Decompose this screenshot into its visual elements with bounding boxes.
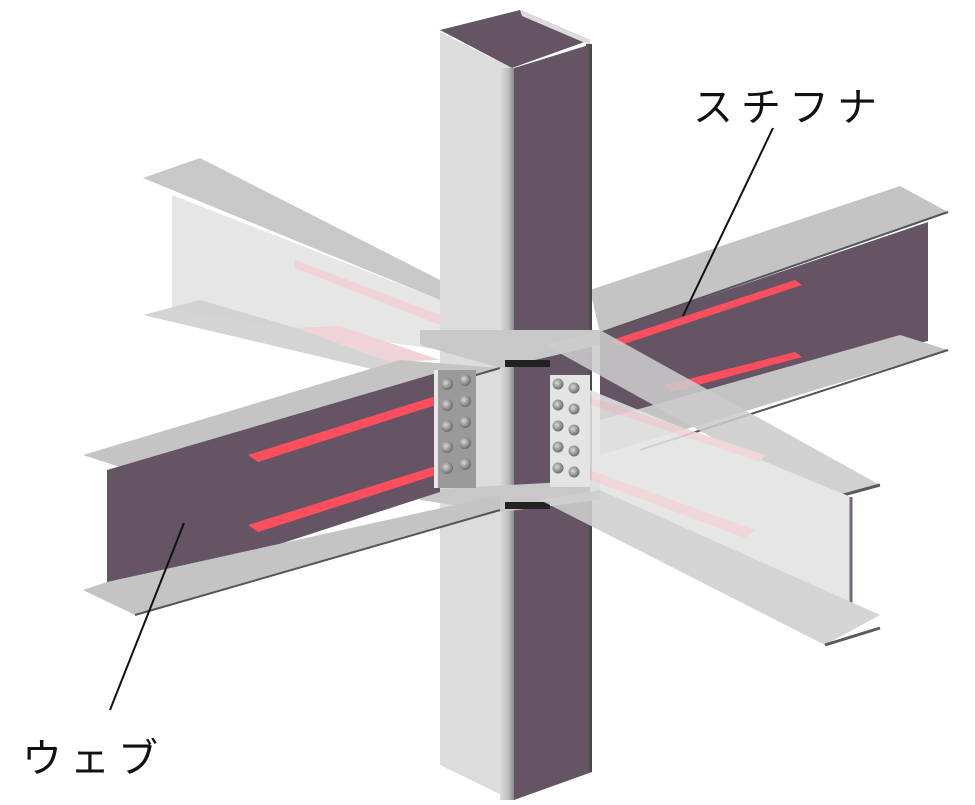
stiffener-plate [612, 280, 802, 346]
splice-plate-right [550, 375, 590, 487]
stiffener-leader-line [682, 127, 774, 317]
stiffener-label: スチフナ [693, 85, 885, 131]
splice-plate-left [434, 370, 476, 488]
back-right-h-beam [590, 186, 949, 455]
stiffener-plate [248, 397, 445, 462]
back-left-h-beam-ghost [143, 158, 440, 385]
stiffener-plate [665, 352, 802, 392]
front-left-h-beam [83, 360, 501, 616]
stiffener-plate [248, 467, 445, 532]
web-leader-line [109, 522, 185, 711]
front-right-h-beam-ghost [540, 330, 881, 647]
web-label: ウェブ [22, 736, 166, 782]
